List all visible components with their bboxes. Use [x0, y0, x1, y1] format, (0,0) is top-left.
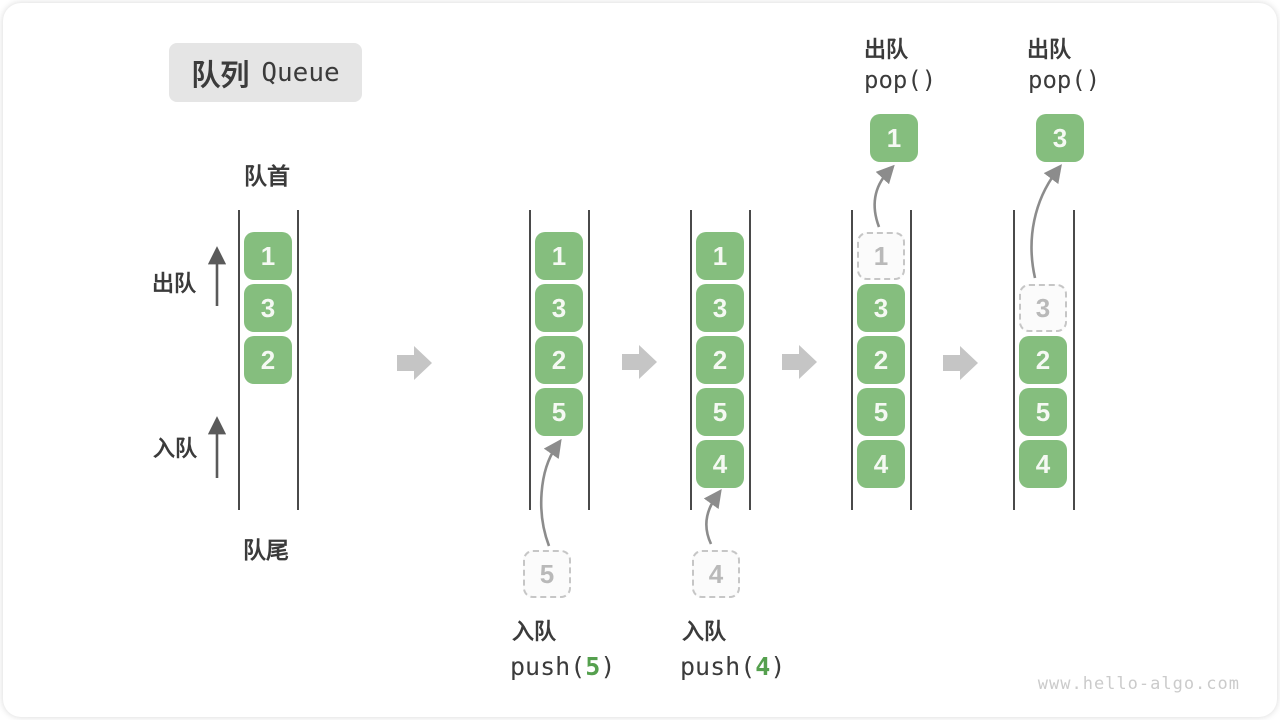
queue3-left-rail	[690, 210, 692, 510]
queue-rear-label: 队尾	[243, 537, 289, 563]
diagram-card	[3, 3, 1277, 717]
push5-code: push(5)	[510, 652, 615, 681]
push4-code-open: push(	[680, 652, 756, 681]
queue5-right-rail	[1073, 210, 1075, 510]
title-en: Queue	[261, 57, 340, 88]
push5-action-label: 入队	[512, 619, 557, 644]
title-zh: 队列	[191, 59, 250, 92]
queue5-pop-code: pop()	[1028, 66, 1101, 94]
push5-code-close: )	[600, 652, 616, 681]
title-badge: 队列 Queue	[169, 43, 362, 102]
queue4-pop-code: pop()	[864, 66, 937, 94]
push4-action-label: 入队	[682, 619, 727, 644]
push5-code-arg: 5	[585, 652, 601, 681]
queue-front-label: 队首	[244, 163, 290, 189]
push4-code-arg: 4	[755, 652, 771, 681]
dequeue-label: 出队	[152, 271, 197, 296]
queue2-left-rail	[529, 210, 531, 510]
enqueue-label: 入队	[153, 436, 198, 461]
queue3-cell: 3	[696, 284, 744, 332]
queue2-cell: 2	[535, 336, 583, 384]
queue2-cell: 5	[535, 388, 583, 436]
queue2-right-rail	[588, 210, 590, 510]
queue4-cell: 2	[857, 336, 905, 384]
queue3-right-rail	[749, 210, 751, 510]
queue5-popped-cell: 3	[1036, 114, 1084, 162]
queue1-cell: 2	[244, 336, 292, 384]
queue3-cell: 4	[696, 440, 744, 488]
queue5-dequeue-label: 出队	[1027, 37, 1072, 62]
queue2-cell: 3	[535, 284, 583, 332]
queue4-cell: 5	[857, 388, 905, 436]
watermark: www.hello-algo.com	[1037, 674, 1240, 694]
queue3-staged-cell: 4	[692, 550, 740, 598]
queue4-popped-cell: 1	[870, 114, 918, 162]
push4-code-close: )	[770, 652, 786, 681]
queue5-cell: 5	[1019, 388, 1067, 436]
queue2-staged-cell: 5	[523, 550, 571, 598]
queue5-cell: 4	[1019, 440, 1067, 488]
queue4-dequeue-label: 出队	[864, 37, 909, 62]
queue3-cell: 1	[696, 232, 744, 280]
queue1-right-rail	[297, 210, 299, 510]
queue2-cell: 1	[535, 232, 583, 280]
queue4-cell: 4	[857, 440, 905, 488]
queue4-cell: 3	[857, 284, 905, 332]
queue1-left-rail	[238, 210, 240, 510]
queue5-ghost-cell: 3	[1019, 284, 1067, 332]
queue4-right-rail	[910, 210, 912, 510]
queue3-cell: 5	[696, 388, 744, 436]
queue4-ghost-cell: 1	[857, 232, 905, 280]
push4-code: push(4)	[680, 652, 785, 681]
queue5-left-rail	[1013, 210, 1015, 510]
push5-code-open: push(	[510, 652, 586, 681]
queue1-cell: 3	[244, 284, 292, 332]
queue3-cell: 2	[696, 336, 744, 384]
queue4-left-rail	[851, 210, 853, 510]
queue1-cell: 1	[244, 232, 292, 280]
queue5-cell: 2	[1019, 336, 1067, 384]
